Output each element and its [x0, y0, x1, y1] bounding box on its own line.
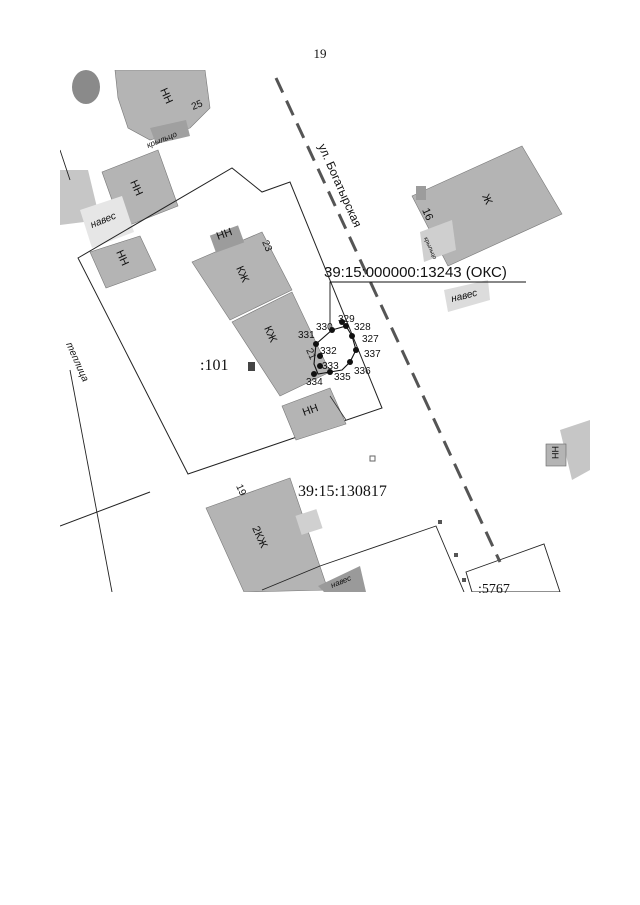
- building-25-number: 25: [190, 98, 205, 113]
- boundary-point-336[interactable]: [347, 359, 353, 365]
- oks-object-label: 39:15:000000:13243 (ОКС): [324, 264, 507, 281]
- boundary-point-332[interactable]: [317, 353, 323, 359]
- boundary-point-330[interactable]: [329, 327, 335, 333]
- point-label-333: 333: [322, 361, 339, 372]
- point-label-327: 327: [362, 334, 379, 345]
- page-number: 19: [313, 46, 327, 61]
- building-left-top-type: НН: [127, 178, 144, 197]
- building-left-2[interactable]: [89, 235, 157, 289]
- parcel-101-label: :101: [200, 357, 228, 374]
- parcel-5767-label: :5767: [478, 582, 510, 597]
- kryltso-right-area: [420, 220, 456, 262]
- point-label-330: 330: [316, 322, 333, 333]
- boundary-point-334[interactable]: [311, 371, 317, 377]
- point-label-332: 332: [320, 346, 337, 357]
- tree-blob: [72, 70, 100, 104]
- boundary-line-bottom-left: [60, 491, 151, 527]
- boundary-point-333[interactable]: [317, 363, 323, 369]
- street-centerline: [274, 77, 502, 563]
- building-16-annex: [416, 186, 426, 200]
- parcel-101-boundary[interactable]: [77, 167, 383, 475]
- boundary-point-335[interactable]: [327, 369, 333, 375]
- building-left-2-type: НН: [113, 248, 130, 267]
- building-21-porch: [248, 362, 255, 371]
- marker-square: [454, 553, 458, 557]
- boundary-point-327[interactable]: [349, 333, 355, 339]
- point-label-334: 334: [306, 377, 323, 388]
- marker-square: [438, 520, 442, 524]
- boundary-point-337[interactable]: [353, 347, 359, 353]
- boundary-line-left: [69, 369, 113, 592]
- oks-contour[interactable]: [313, 325, 357, 375]
- building-small-low-type: НН: [301, 402, 320, 419]
- point-label-328: 328: [354, 322, 371, 333]
- point-label-336: 336: [354, 366, 371, 377]
- building-21-number: 21: [303, 347, 318, 362]
- point-label-335: 335: [334, 372, 351, 383]
- building-25-type: НН: [157, 86, 174, 105]
- building-16-type: Ж: [479, 192, 494, 206]
- teplitsa-label: теплица: [63, 341, 90, 384]
- marker-square: [462, 578, 466, 582]
- naves-bottom-area: [318, 566, 366, 592]
- hatch-line: [329, 395, 347, 421]
- boundary-point-329[interactable]: [339, 319, 345, 325]
- boundary-line-lower: [261, 525, 465, 592]
- point-label-329: 329: [338, 314, 355, 325]
- parcel-5767[interactable]: [465, 543, 561, 592]
- building-19-annex: [295, 509, 323, 535]
- building-23-annex: [209, 225, 245, 253]
- naves-left-area: [80, 196, 134, 248]
- naves-right-area: [444, 280, 490, 312]
- point-label-337: 337: [364, 349, 381, 360]
- building-23-number: 23: [259, 239, 274, 254]
- building-23-annex-type: НН: [215, 226, 234, 243]
- point-label-331: 331: [298, 330, 315, 341]
- cadastral-block-label: 39:15:130817: [298, 483, 387, 500]
- oks-leader-line: [329, 281, 526, 330]
- building-16-number: 16: [419, 206, 435, 222]
- boundary-line-left-top: [60, 149, 71, 181]
- building-kryltso-top: [150, 120, 190, 144]
- building-right-small[interactable]: [545, 443, 567, 467]
- building-19-number: 19: [233, 483, 248, 498]
- boundary-point-328[interactable]: [343, 323, 349, 329]
- boundary-point-331[interactable]: [313, 341, 319, 347]
- building-right-small-type: НН: [550, 446, 560, 459]
- building-right-small-area: [560, 420, 590, 480]
- marker-square: [369, 455, 376, 462]
- building-small-low[interactable]: [281, 387, 347, 441]
